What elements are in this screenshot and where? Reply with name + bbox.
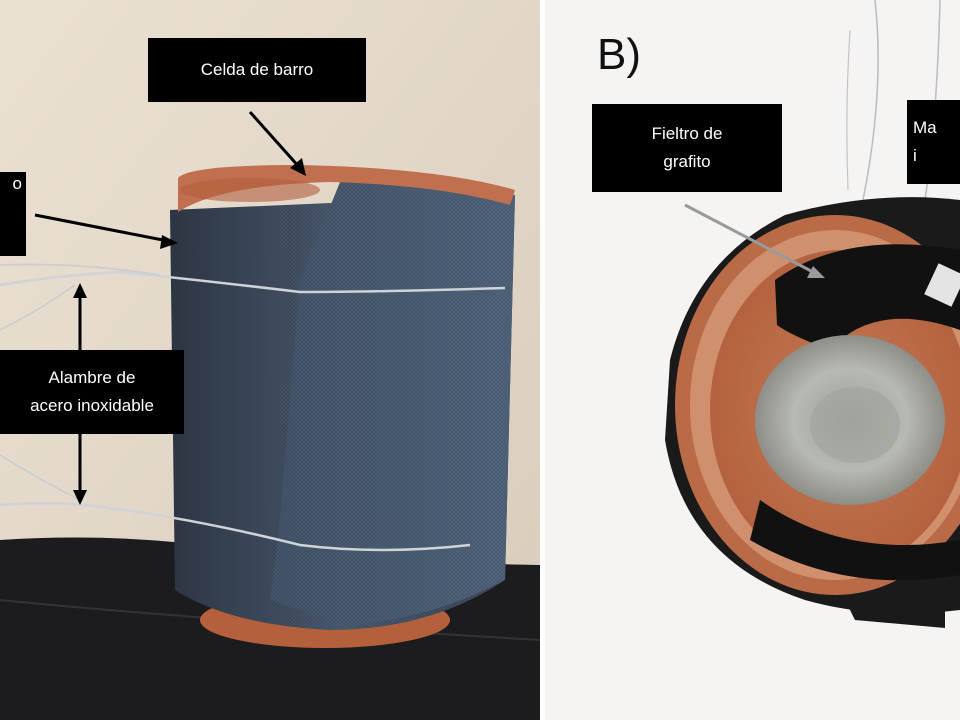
label-clay-cell: Celda de barro [148, 38, 366, 102]
label-left-partial: o [0, 172, 26, 256]
panel-b-photo: B) Fieltro de grafito Ma i [545, 0, 960, 720]
panel-b-tag: B) [597, 30, 641, 79]
panel-a-photo: Celda de barro o Alambre de acero inoxid… [0, 0, 540, 720]
label-right-partial: Ma i [907, 100, 960, 184]
clay-cell-photo [0, 0, 540, 720]
label-graphite-felt: Fieltro de grafito [592, 104, 782, 192]
panel-divider [540, 0, 545, 720]
label-stainless-wire: Alambre de acero inoxidable [0, 350, 184, 434]
